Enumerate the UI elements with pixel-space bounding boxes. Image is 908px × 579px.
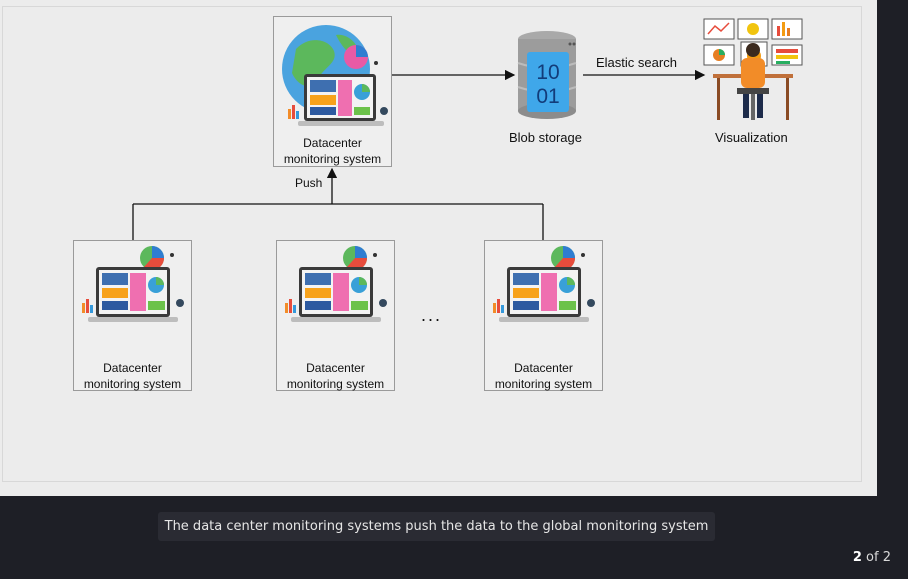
database-icon: 10 01 — [517, 31, 577, 119]
local-node-3-label-line1: Datacenter — [514, 361, 573, 375]
global-node-label-line1: Datacenter — [303, 136, 362, 150]
local-monitoring-node-3: Datacenter monitoring system — [484, 240, 603, 391]
laptop-dashboard-icon — [285, 246, 387, 322]
laptop-dashboard-icon — [82, 246, 184, 322]
more-nodes-ellipsis: ... — [421, 305, 443, 325]
slide-pager: 2 of 2 — [853, 550, 891, 565]
pager-current: 2 — [852, 550, 862, 565]
local-node-1-label-line2: monitoring system — [83, 377, 182, 391]
blob-glyph-line1: 10 — [536, 61, 559, 84]
visualization-label: Visualization — [715, 130, 788, 145]
elastic-search-label: Elastic search — [596, 55, 677, 70]
pager-total: 2 — [882, 550, 891, 565]
blob-glyph-line2: 01 — [536, 85, 559, 108]
global-node-label-line2: monitoring system — [283, 152, 382, 166]
person-at-dashboards-icon — [703, 18, 803, 120]
local-monitoring-node-2: Datacenter monitoring system — [276, 240, 395, 391]
local-node-1-label-line1: Datacenter — [103, 361, 162, 375]
globe-laptop-icon — [282, 25, 388, 126]
local-node-2-label-line2: monitoring system — [286, 377, 385, 391]
blob-storage-label: Blob storage — [509, 130, 582, 145]
connectors — [132, 69, 706, 240]
push-label: Push — [295, 176, 323, 190]
global-monitoring-node: Datacenter monitoring system — [273, 16, 392, 167]
slide-caption: The data center monitoring systems push … — [158, 512, 715, 541]
local-node-3-label-line2: monitoring system — [494, 377, 593, 391]
diagram-canvas: Datacenter monitoring system Push 10 01 … — [0, 0, 877, 496]
local-monitoring-node-1: Datacenter monitoring system — [73, 240, 192, 391]
right-gutter — [877, 0, 908, 496]
laptop-dashboard-icon — [493, 246, 595, 322]
local-node-2-label-line1: Datacenter — [306, 361, 365, 375]
pager-separator: of — [866, 550, 879, 565]
